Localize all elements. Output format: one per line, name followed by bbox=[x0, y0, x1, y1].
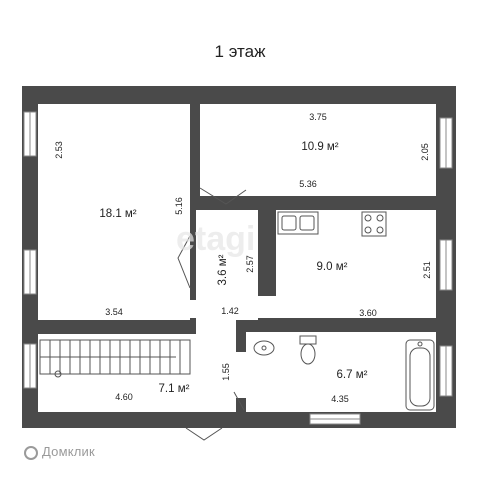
dim-label: 4.35 bbox=[331, 394, 349, 404]
room-b-area: 10.9 м² bbox=[301, 141, 338, 153]
opening bbox=[190, 300, 200, 318]
stair-hall-floor bbox=[38, 334, 236, 412]
dim-label: 5.16 bbox=[174, 197, 184, 215]
windows bbox=[23, 111, 453, 425]
opening bbox=[258, 296, 276, 318]
domclick-logo-icon bbox=[24, 446, 38, 460]
opening bbox=[196, 318, 236, 334]
watermark: etagi bbox=[176, 220, 256, 258]
logo-text: Домклик bbox=[42, 444, 95, 459]
stair-hall-area: 7.1 м² bbox=[159, 383, 190, 395]
dim-label: 2.53 bbox=[54, 141, 64, 159]
dim-label: 2.51 bbox=[422, 261, 432, 279]
dim-label: 4.60 bbox=[115, 392, 133, 402]
dim-label: 3.60 bbox=[359, 308, 377, 318]
bathroom-floor bbox=[246, 332, 436, 412]
domclick-logo: Домклик bbox=[24, 444, 95, 460]
doors bbox=[177, 187, 247, 441]
kitchen-area: 9.0 м² bbox=[317, 261, 348, 273]
dim-label: 3.54 bbox=[105, 307, 123, 317]
dim-label: 5.36 bbox=[299, 179, 317, 189]
staircase bbox=[39, 339, 191, 378]
dim-label: 2.57 bbox=[245, 255, 255, 273]
kitchen-sink-icon bbox=[277, 211, 319, 235]
hall-floor bbox=[196, 210, 258, 320]
washbasin-icon bbox=[253, 340, 275, 356]
dim-label: 2.05 bbox=[420, 143, 430, 161]
room-b-floor bbox=[200, 104, 436, 196]
room-a-area: 18.1 м² bbox=[99, 208, 136, 220]
hall-area: 3.6 м² bbox=[217, 254, 229, 285]
stove-icon bbox=[361, 211, 387, 237]
opening bbox=[236, 352, 246, 398]
bathroom-area: 6.7 м² bbox=[337, 369, 368, 381]
dim-label: 1.42 bbox=[221, 306, 239, 316]
bathtub-icon bbox=[405, 339, 435, 411]
floor-title: 1 этаж bbox=[214, 42, 266, 61]
dim-label: 3.75 bbox=[309, 112, 327, 122]
bathroom-fixtures bbox=[253, 335, 435, 411]
kitchen-floor bbox=[276, 210, 436, 318]
kitchen-fixtures bbox=[277, 211, 387, 237]
room-a-floor bbox=[38, 104, 190, 320]
dim-label: 1.55 bbox=[221, 363, 231, 381]
